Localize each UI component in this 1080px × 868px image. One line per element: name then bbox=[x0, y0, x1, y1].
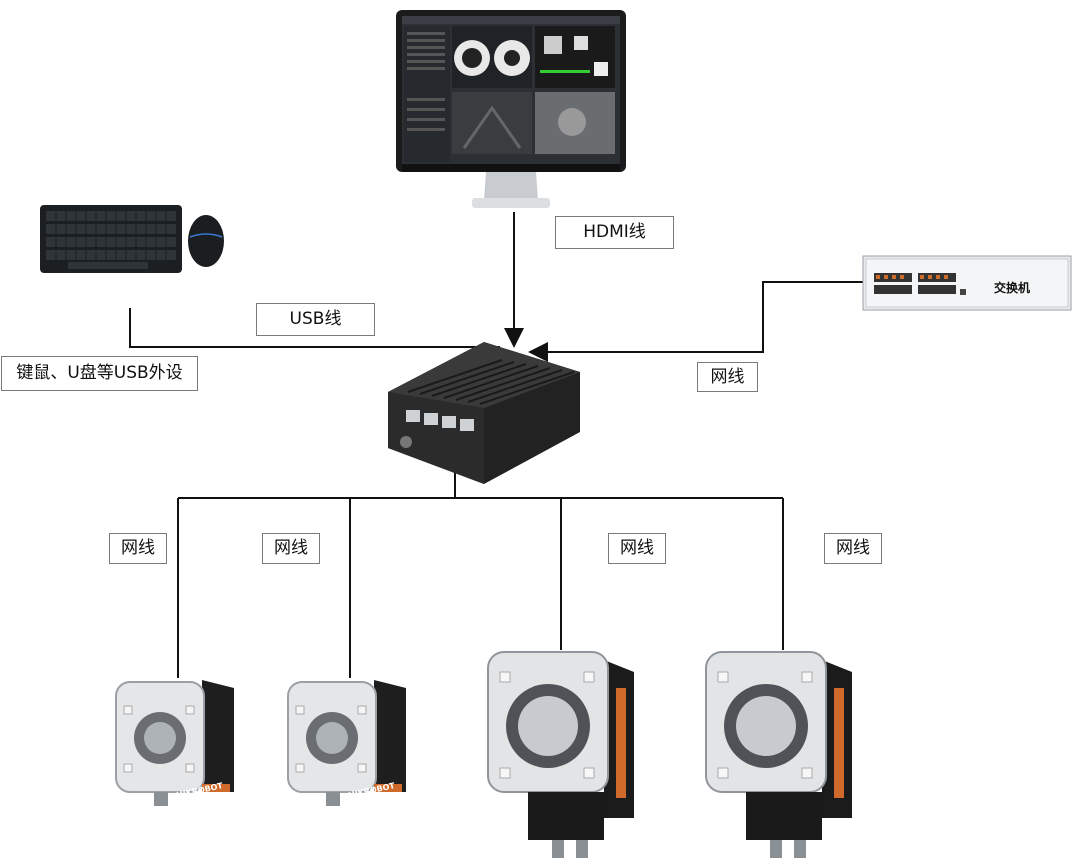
network-camera4-label: 网线 bbox=[824, 533, 882, 564]
network-camera3-label: 网线 bbox=[608, 533, 666, 564]
network-switch-label: 网线 bbox=[697, 362, 758, 392]
network-camera2-label: 网线 bbox=[262, 533, 320, 564]
smart-camera-1 bbox=[115, 680, 234, 806]
switch-label: 交换机 bbox=[994, 281, 1031, 295]
network-switch: 交换机 bbox=[862, 255, 1072, 311]
usb-label: USB线 bbox=[256, 303, 375, 336]
switch-icon bbox=[862, 255, 1072, 311]
usb-line bbox=[129, 308, 500, 348]
hdmi-label: HDMI线 bbox=[555, 216, 674, 249]
smart-camera-4 bbox=[705, 651, 852, 858]
vision-controller-icon bbox=[388, 342, 580, 484]
monitor-icon bbox=[396, 10, 626, 208]
smart-camera-2 bbox=[287, 680, 406, 806]
peripherals-label: 键鼠、U盘等USB外设 bbox=[1, 356, 198, 391]
keyboard-mouse-icon bbox=[40, 205, 224, 273]
network-switch-line bbox=[528, 281, 864, 362]
network-camera1-label: 网线 bbox=[109, 533, 167, 564]
smart-camera-3 bbox=[487, 651, 634, 858]
